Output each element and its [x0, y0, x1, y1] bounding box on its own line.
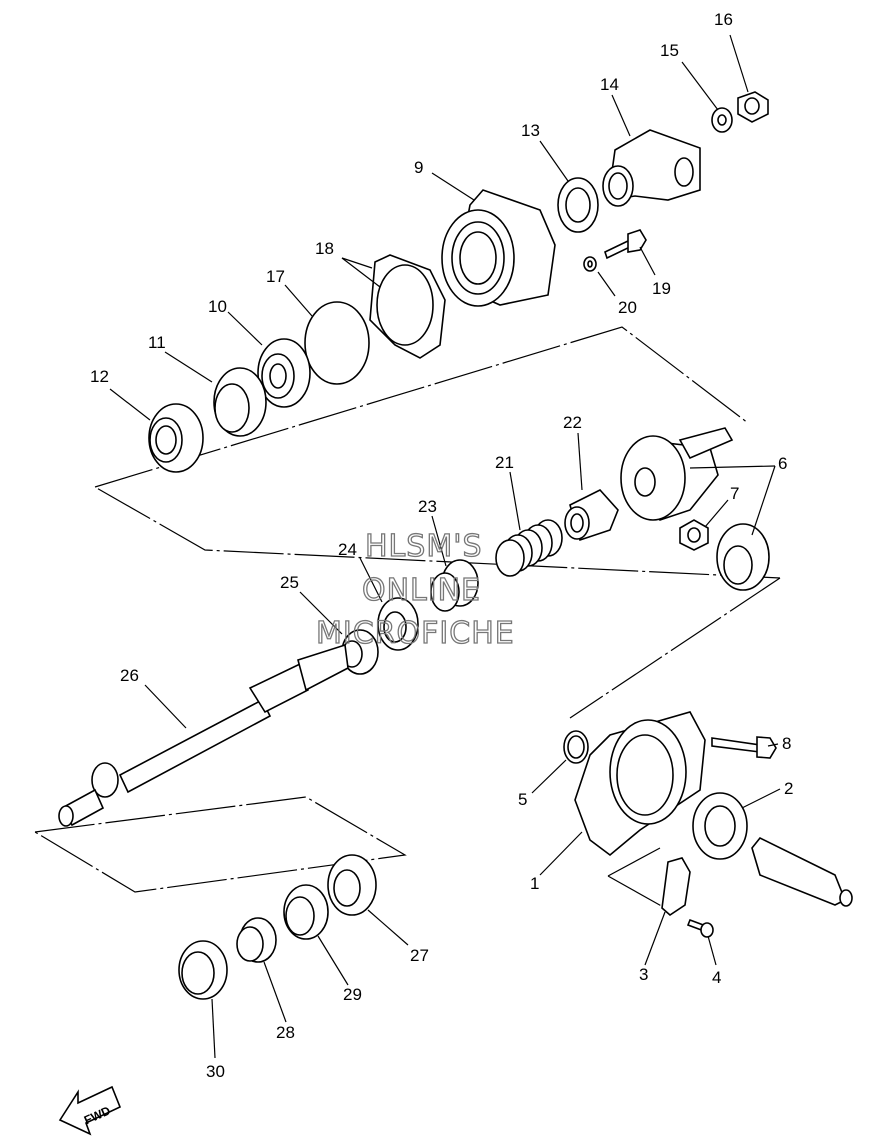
callout-15: 15	[660, 41, 679, 60]
upper-assembly-boundary	[94, 326, 781, 579]
callout-7: 7	[730, 484, 739, 503]
part-1-housing	[574, 711, 706, 857]
part-18-gasket	[369, 254, 446, 359]
lower-assembly-boundary	[33, 796, 407, 893]
callout-17: 17	[266, 267, 285, 286]
callout-16: 16	[714, 10, 733, 29]
part-3-stopper	[661, 857, 691, 917]
part-7-nut	[679, 519, 709, 551]
callout-13: 13	[521, 121, 540, 140]
callout-14: 14	[600, 75, 619, 94]
part-6-ring-gear	[620, 427, 734, 521]
callout-24: 24	[338, 540, 357, 559]
callout-25: 25	[280, 573, 299, 592]
part-22-sleeve	[564, 489, 619, 542]
part-11-ring-nut	[213, 367, 267, 437]
leader-lines	[109, 34, 781, 1059]
part-16-nut	[737, 91, 769, 123]
part-30-oil-seal	[178, 940, 228, 1000]
callout-11: 11	[148, 333, 166, 352]
callout-6: 6	[778, 454, 787, 473]
middle-assembly-boundary	[569, 577, 781, 719]
part-4-screw	[686, 918, 714, 938]
callout-10: 10	[208, 297, 227, 316]
callout-29: 29	[343, 985, 362, 1004]
part-24-bearing	[377, 597, 419, 651]
part-21-spring	[495, 519, 563, 577]
part-20-washer	[583, 256, 597, 272]
callout-3: 3	[639, 965, 648, 984]
callout-labels: 1 2 3 4 5 6 7 8 9 10 11 12 13 14 15 16 1…	[90, 10, 793, 1081]
callout-26: 26	[120, 666, 139, 685]
part-29-ring-nut	[283, 884, 329, 940]
callout-22: 22	[563, 413, 582, 432]
callout-5: 5	[518, 790, 527, 809]
callout-30: 30	[206, 1062, 225, 1081]
part-8-bolt	[711, 736, 777, 759]
callout-18: 18	[315, 239, 334, 258]
part-12-oil-seal	[148, 403, 204, 473]
callout-23: 23	[418, 497, 437, 516]
watermark-line-3: MICROFICHE	[316, 616, 515, 651]
part-26-drive-shaft	[58, 643, 349, 827]
callout-1: 1	[530, 874, 539, 893]
callout-21: 21	[495, 453, 514, 472]
part-14-yoke	[602, 129, 701, 207]
stopper-boundary	[607, 847, 666, 909]
part-28-collar	[236, 917, 277, 963]
part-6-pinion-gear	[716, 523, 770, 591]
callout-8: 8	[782, 734, 791, 753]
part-13-oil-seal	[557, 177, 599, 233]
part-19-bolt	[604, 229, 647, 260]
callout-2: 2	[784, 779, 793, 798]
part-10-bearing	[257, 338, 311, 408]
part-15-washer	[711, 107, 733, 133]
part-23-collar	[430, 559, 479, 612]
watermark-line-2: ONLINE	[362, 573, 481, 608]
part-9-bearing-housing	[441, 189, 556, 307]
callout-12: 12	[90, 367, 109, 386]
part-17-o-ring	[304, 301, 370, 385]
callout-28: 28	[276, 1023, 295, 1042]
part-5-o-ring	[563, 730, 589, 764]
watermark: HLSM'S ONLINE MICROFICHE	[315, 528, 515, 651]
part-2-bearing	[692, 792, 748, 860]
callout-4: 4	[712, 968, 721, 987]
part-27-bearing	[327, 854, 377, 916]
fwd-arrow-icon: FWD	[58, 1085, 122, 1136]
callout-19: 19	[652, 279, 671, 298]
watermark-line-1: HLSM'S	[365, 529, 483, 564]
part-2-splined-coupler	[751, 836, 853, 907]
callout-20: 20	[618, 298, 637, 317]
callout-9: 9	[414, 158, 423, 177]
callout-27: 27	[410, 946, 429, 965]
